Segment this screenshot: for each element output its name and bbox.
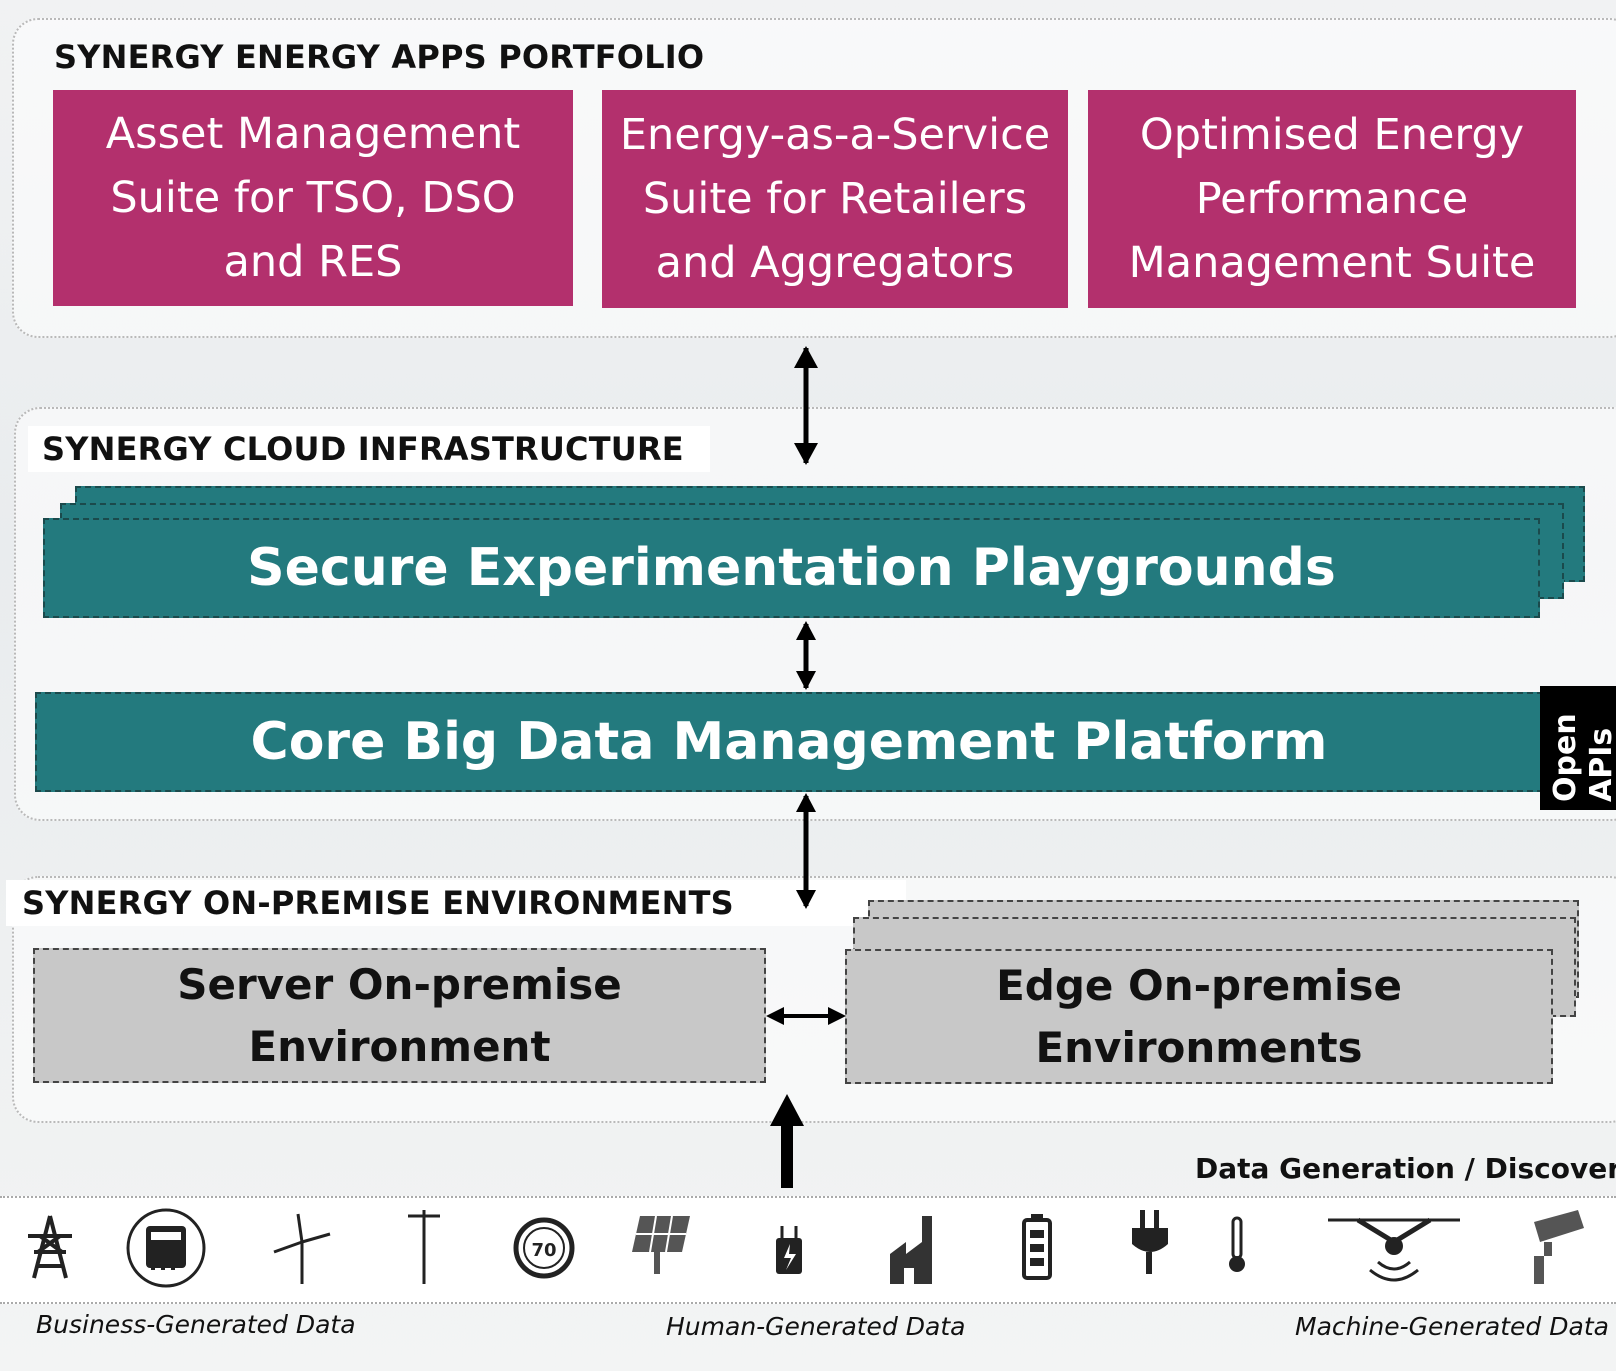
svg-text:70: 70	[531, 1240, 556, 1261]
server-onpremise-environment[interactable]: Server On-premise Environment	[33, 948, 766, 1083]
arrow-apps-cloud	[794, 346, 818, 465]
wind-turbine-icon	[273, 1213, 331, 1284]
business-generated-data-label: Business-Generated Data	[36, 1310, 356, 1339]
data-generation-title: Data Generation / Discovery	[1195, 1152, 1616, 1185]
apps-portfolio-title: SYNERGY ENERGY APPS PORTFOLIO	[54, 38, 705, 76]
plug-icon	[1132, 1210, 1168, 1274]
arrow-playgrounds-core	[796, 621, 816, 690]
data-sources-strip	[0, 1196, 1616, 1304]
app-asset-management[interactable]: Asset Management Suite for TSO, DSO and …	[53, 90, 573, 306]
ev-charger-icon	[776, 1226, 802, 1274]
edge-onpremise-environments[interactable]: Edge On-premise Environments	[845, 949, 1553, 1084]
app-energy-as-a-service[interactable]: Energy-as-a-Service Suite for Retailers …	[602, 90, 1068, 308]
core-big-data-platform[interactable]: Core Big Data Management Platform	[35, 692, 1543, 792]
factory-icon	[890, 1216, 932, 1284]
smart-meter-icon	[126, 1208, 206, 1288]
power-pole-icon	[408, 1210, 440, 1284]
speedometer-icon: 70	[513, 1217, 575, 1279]
arrow-core-onpremise	[796, 793, 816, 909]
data-source-icons: 70	[28, 1208, 1584, 1288]
open-apis-badge[interactable]: Open APIs	[1540, 686, 1616, 810]
battery-icon	[1022, 1214, 1052, 1280]
onpremise-title: SYNERGY ON-PREMISE ENVIRONMENTS	[6, 880, 906, 926]
human-generated-data-label: Human-Generated Data	[666, 1312, 966, 1341]
secure-experimentation-playgrounds[interactable]: Secure Experimentation Playgrounds	[43, 518, 1540, 618]
machine-generated-data-label: Machine-Generated Data	[1295, 1312, 1609, 1341]
drone-icon	[1328, 1217, 1460, 1282]
cloud-infrastructure-title: SYNERGY CLOUD INFRASTRUCTURE	[28, 426, 710, 472]
solar-panel-icon	[632, 1215, 690, 1274]
transmission-tower-icon	[28, 1215, 72, 1279]
arrow-server-edge	[766, 1007, 846, 1025]
thermometer-icon	[1229, 1216, 1245, 1272]
app-energy-performance[interactable]: Optimised Energy Performance Management …	[1088, 90, 1576, 308]
security-camera-icon	[1534, 1210, 1584, 1284]
arrow-data-up	[770, 1094, 804, 1188]
